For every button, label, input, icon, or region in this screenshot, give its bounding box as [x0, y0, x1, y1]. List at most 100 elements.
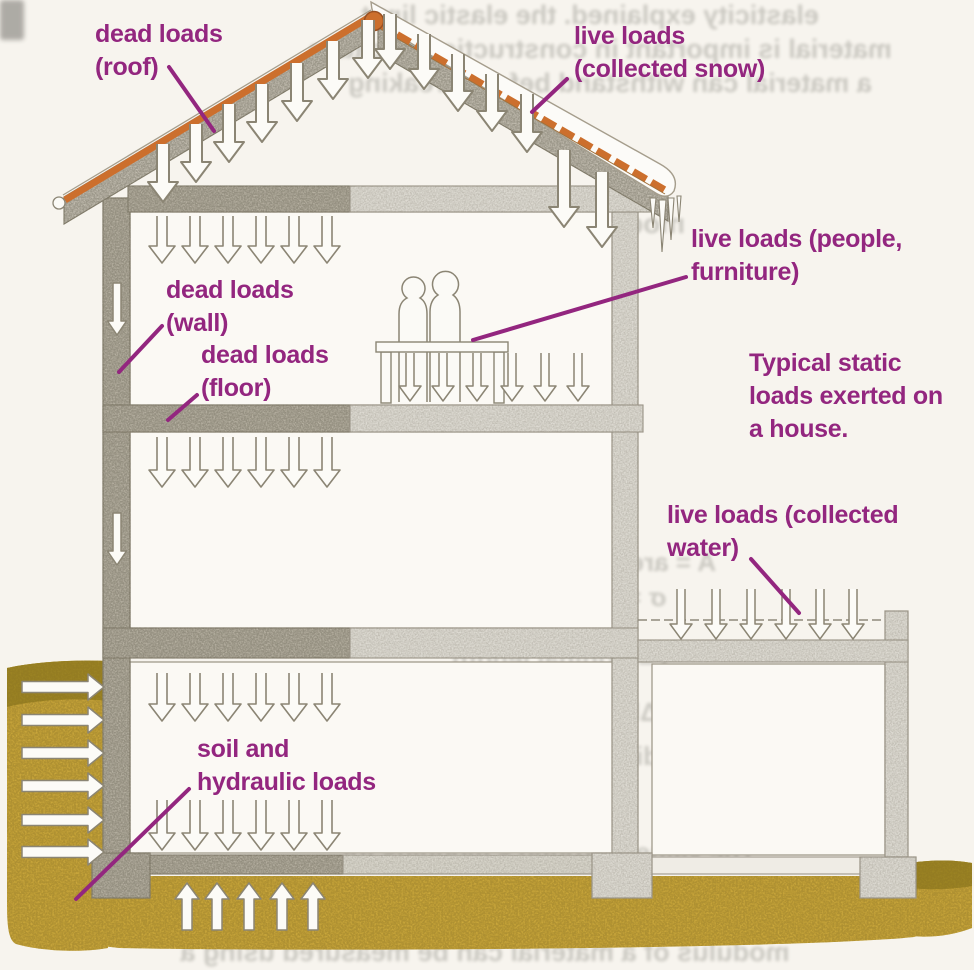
- caption-line: loads exerted on: [749, 382, 943, 410]
- load-arrow: [534, 353, 556, 401]
- topsoil-band-right: [905, 860, 972, 890]
- load-arrow: [215, 216, 241, 263]
- load-arrow-outline: [246, 84, 278, 143]
- load-arrow: [247, 84, 277, 142]
- load-arrow: [775, 589, 797, 639]
- load-arrow: [281, 673, 307, 721]
- person-right: [429, 270, 461, 402]
- load-arrow: [175, 883, 199, 930]
- label-line: live loads (collected: [667, 501, 899, 529]
- ground-uplift-arrows: [174, 882, 326, 931]
- label-live-loads-water: live loads (collected water): [667, 499, 899, 565]
- load-arrows: [21, 14, 865, 931]
- load-arrow-outline: [214, 800, 242, 851]
- load-arrow: [107, 283, 127, 335]
- label-dead-loads-floor: dead loads (floor): [201, 339, 329, 405]
- table-leg-left: [380, 351, 392, 404]
- load-arrow-outline: [21, 806, 105, 834]
- load-arrow: [182, 437, 208, 487]
- load-arrow-outline: [300, 882, 326, 931]
- label-live-loads-people: live loads (people, furniture): [691, 223, 902, 289]
- load-arrow: [182, 800, 208, 850]
- load-arrow: [477, 74, 507, 131]
- basement-floor-slab-light: [342, 854, 619, 875]
- label-soil-hydraulic-loads: soil and hydraulic loads: [197, 733, 376, 799]
- load-arrow-outline: [21, 706, 105, 734]
- load-arrow: [215, 673, 241, 721]
- load-arrow: [149, 437, 175, 487]
- label-line: dead loads: [201, 341, 329, 369]
- load-arrow: [182, 216, 208, 263]
- load-arrow-outline: [21, 772, 105, 800]
- label-line: live loads: [574, 22, 685, 50]
- caption-line: Typical static: [749, 349, 902, 377]
- people-furniture-load-arrows: [398, 353, 590, 402]
- load-arrow-outline: [313, 673, 341, 722]
- load-arrow: [842, 589, 864, 639]
- label-line: dead loads: [95, 20, 223, 48]
- load-arrow: [501, 353, 523, 401]
- load-arrow-outline: [213, 104, 245, 163]
- ceiling-dead-load-arrows: [148, 216, 341, 264]
- load-arrow-outline: [247, 216, 275, 264]
- load-arrow-outline: [106, 282, 128, 336]
- load-arrow: [215, 800, 241, 850]
- load-arrow-outline: [408, 34, 440, 90]
- load-arrow-outline: [317, 41, 349, 100]
- load-arrow-outline: [21, 739, 105, 767]
- load-arrow: [107, 513, 127, 565]
- load-arrow: [248, 800, 274, 850]
- load-arrow-outline: [533, 353, 557, 402]
- load-arrow-outline: [476, 74, 508, 132]
- load-arrow-outline: [174, 882, 200, 931]
- load-arrow-outline: [180, 124, 212, 183]
- load-arrow: [22, 807, 104, 833]
- rooms: [129, 211, 886, 856]
- load-arrow-outline: [148, 437, 176, 488]
- load-arrow: [314, 673, 340, 721]
- load-arrow-outline: [431, 353, 455, 402]
- load-arrow: [149, 800, 175, 850]
- leader-soil: [74, 787, 191, 901]
- load-arrow: [399, 353, 421, 401]
- load-arrow-outline: [500, 353, 524, 402]
- flat-roof-water-load-arrows: [669, 589, 865, 640]
- load-arrow: [22, 674, 104, 700]
- foundation: [91, 852, 917, 899]
- load-arrow-outline: [374, 14, 406, 70]
- load-arrow-outline: [236, 882, 262, 931]
- right-main-wall-footing: [591, 852, 653, 899]
- label-line: (collected snow): [574, 55, 766, 83]
- load-arrow-outline: [566, 353, 590, 402]
- load-arrow: [22, 839, 104, 865]
- room-second-storey: [129, 211, 619, 406]
- icicles: [649, 195, 682, 253]
- load-arrow: [705, 589, 727, 639]
- load-arrow: [281, 800, 307, 850]
- load-arrow: [318, 41, 348, 99]
- leader-live-snow: [530, 77, 569, 114]
- load-arrow-outline: [739, 589, 763, 640]
- extension-right-wall-footing: [859, 856, 917, 899]
- label-dead-loads-wall: dead loads (wall): [166, 274, 294, 340]
- load-arrow-outline: [148, 800, 176, 851]
- load-arrow-outline: [214, 437, 242, 488]
- load-arrow-outline: [398, 353, 422, 402]
- load-arrow: [432, 353, 454, 401]
- load-arrow-outline: [586, 172, 618, 248]
- load-arrow: [466, 353, 488, 401]
- load-arrow-outline: [841, 589, 865, 640]
- leader-lines: [74, 65, 801, 901]
- load-arrow: [314, 800, 340, 850]
- load-arrow-outline: [280, 673, 308, 722]
- load-arrow: [375, 14, 405, 69]
- label-live-loads-snow: live loads (collected snow): [574, 20, 765, 86]
- load-arrow-outline: [774, 589, 798, 640]
- label-line: (floor): [201, 374, 272, 402]
- load-arrow-outline: [808, 589, 832, 640]
- load-arrow-outline: [313, 800, 341, 851]
- leader-dead-wall: [117, 324, 164, 374]
